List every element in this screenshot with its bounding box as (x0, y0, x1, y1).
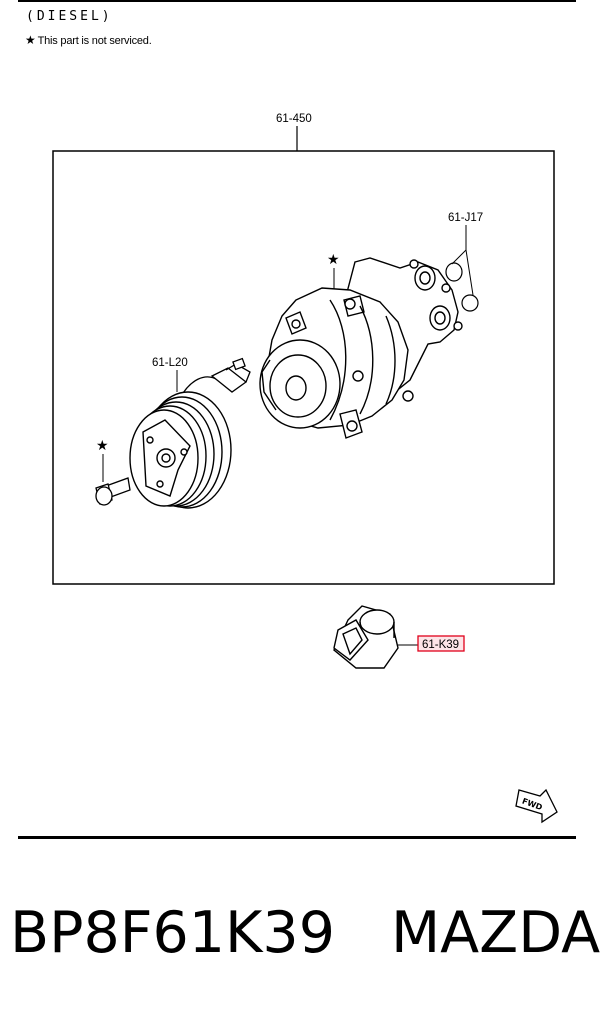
bottom-rule (18, 836, 576, 839)
oring-1 (445, 262, 463, 282)
part-caption: BP8F61K39 MAZDA (10, 895, 600, 970)
service-note: ★This part is not serviced. (25, 33, 152, 47)
callout-switch-highlight (417, 635, 465, 652)
parts-diagram: 61-450 61-J17 ★ (52, 113, 558, 824)
clutch-pulley-illustration (129, 391, 232, 509)
oring-2 (461, 294, 479, 312)
variant-title: (DIESEL) (26, 9, 113, 24)
fwd-arrow-icon: FWD (515, 788, 558, 824)
service-note-text: This part is not serviced. (37, 35, 152, 47)
part-number: BP8F61K39 (10, 899, 335, 966)
star-icon: ★ (96, 438, 109, 454)
callout-assembly[interactable]: 61-450 (276, 113, 312, 125)
assembly-frame (52, 150, 555, 585)
bolt-illustration (95, 477, 131, 506)
callout-clutch[interactable]: 61-L20 (152, 357, 188, 369)
pressure-switch-illustration (333, 605, 399, 669)
top-rule (18, 0, 576, 2)
star-icon: ★ (327, 252, 340, 268)
star-icon: ★ (25, 33, 36, 47)
callout-orings[interactable]: 61-J17 (448, 212, 483, 224)
callout-switch[interactable]: 61-K39 (422, 639, 459, 651)
compressor-illustration (259, 257, 463, 439)
brand-name: MAZDA (390, 899, 600, 966)
